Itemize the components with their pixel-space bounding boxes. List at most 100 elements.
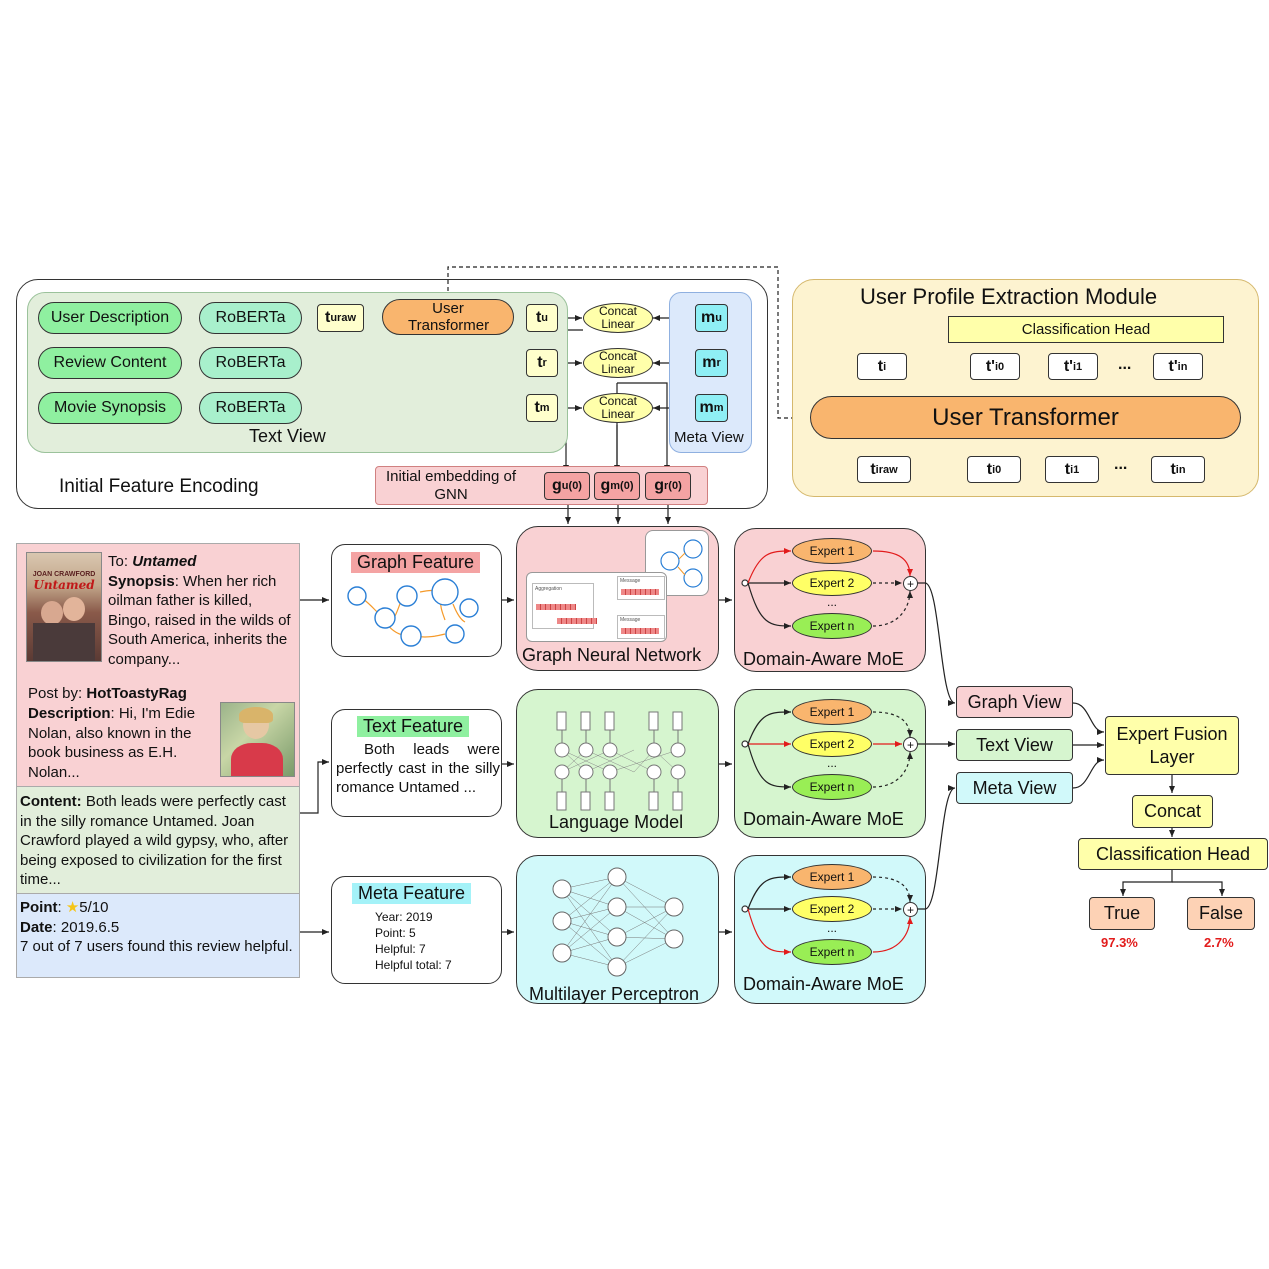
graph-view-box: Graph View [956,686,1073,718]
date-value: 2019.6.5 [60,918,120,936]
moe-text-label: Domain-Aware MoE [743,809,904,829]
moe-meta-label: Domain-Aware MoE [743,974,904,994]
moe-text-expert-2: Expert 2 [792,731,872,757]
post-value: HotToastyRag [86,685,187,702]
roberta-encoder-2: RoBERTa [199,347,302,379]
review-meta-section [17,893,299,977]
content-label: Content: [20,793,82,810]
moe-meta-sum: + [903,902,918,917]
gnn-aggregation-card: Aggregation Message Message [526,572,667,642]
fusion-concat: Concat [1132,795,1213,828]
moe-graph-expert-1: Expert 1 [792,538,872,564]
review-user-description: Description: Hi, I'm Edie Nolan, also kn… [28,704,216,782]
moe-text-expert-n: Expert n [792,774,872,800]
star-icon: ★ [65,899,80,916]
fusion-classification-head: Classification Head [1078,838,1268,870]
review-movie-text: To: Untamed Synopsis: When her rich oilm… [108,552,296,669]
user-photo-image [220,702,295,777]
user-transformer-small-label: User Transformer [408,300,490,334]
input-movie-synopsis: Movie Synopsis [38,392,182,424]
meta-line-year: Year: 2019 [375,910,433,924]
expert-fusion-layer: Expert Fusion Layer [1105,716,1239,775]
concat-label: Concat [598,304,638,318]
poster-title-text: Untamed [33,578,95,592]
post-label: Post by: [28,685,87,702]
description-text: : Hi, I'm Edie Nolan, also known in the … [28,705,196,781]
profile-ellipsis-bottom: ... [1114,456,1128,473]
meta-view-label: Meta View [674,429,744,446]
moe-meta-expert-2: Expert 2 [792,896,872,922]
text-feature-body: Both leads were perfectly cast in the si… [336,741,500,796]
user-transformer-small: User Transformer [382,299,514,335]
graph-feature-illustration [347,578,479,647]
gnn-aggregation-label: Aggregation [535,586,562,592]
roberta-encoder-1: RoBERTa [199,302,302,334]
mlp-label: Multilayer Perceptron [529,984,700,1004]
moe-graph-label: Domain-Aware MoE [743,649,904,669]
output-false-prob: 2.7% [1204,935,1234,950]
gnn-message-label-1: Message [620,578,641,584]
concat-label: Concat [598,394,638,408]
review-meta-text: Point: ★5/10 Date: 2019.6.5 7 out of 7 u… [20,899,293,955]
concat-label: Concat [598,349,638,363]
roberta-encoder-3: RoBERTa [199,392,302,424]
input-user-description: User Description [38,302,182,334]
review-content-section [17,786,299,893]
concat-linear-1: Concat Linear [583,303,653,333]
moe-meta-dots: ... [827,921,838,935]
initial-feature-encoding-panel [16,279,768,509]
moe-text-sum: + [903,737,918,752]
initial-feature-encoding-title: Initial Feature Encoding [59,476,259,497]
point-value: 5/10 [79,899,109,916]
meta-line-point: Point: 5 [375,926,416,940]
description-label: Description [28,705,111,722]
point-label: Point [20,899,58,916]
movie-poster-image: JOAN CRAWFORD Untamed [26,552,102,662]
date-label: Date [20,918,53,936]
gnn-message-label-2: Message [620,617,641,623]
text-view-box: Text View [956,729,1073,761]
meta-line-helpful-total: Helpful total: 7 [375,958,452,972]
text-view-label: Text View [249,426,326,446]
user-transformer-large: User Transformer [810,396,1241,439]
moe-graph-expert-2: Expert 2 [792,570,872,596]
moe-text-dots: ... [827,756,838,770]
poster-actor-text: JOAN CRAWFORD [32,571,96,578]
helpful-text: 7 out of 7 users found this review helpf… [20,938,293,955]
profile-ellipsis-top: ... [1118,356,1132,373]
moe-graph-expert-n: Expert n [792,613,872,639]
meta-feature-lines: Year: 2019 Point: 5 Helpful: 7 Helpful t… [375,909,452,973]
review-post-by: Post by: HotToastyRag [28,684,228,704]
to-label: To: [108,553,133,570]
to-value: Untamed [132,553,197,570]
language-model-box [516,689,719,838]
output-false: False [1187,897,1255,930]
input-review-content: Review Content [38,347,182,379]
moe-meta-expert-n: Expert n [792,939,872,965]
review-content-text: Content: Both leads were perfectly cast … [20,792,298,890]
linear-label: Linear [601,407,635,421]
gnn-embedding-label: Initial embedding of GNN [385,468,517,503]
review-example-panel [16,543,300,978]
content-text: Both leads were perfectly cast in the si… [20,793,289,888]
meta-view-box: Meta View [956,772,1073,804]
graph-feature-tag: Graph Feature [351,552,481,573]
output-true-prob: 97.3% [1101,935,1138,950]
synopsis-label: Synopsis [108,572,175,590]
token-ti0-prime: t'i0 [970,353,1020,380]
token-ti1-prime: t'i1 [1048,353,1098,380]
gnn-label: Graph Neural Network [522,645,702,665]
